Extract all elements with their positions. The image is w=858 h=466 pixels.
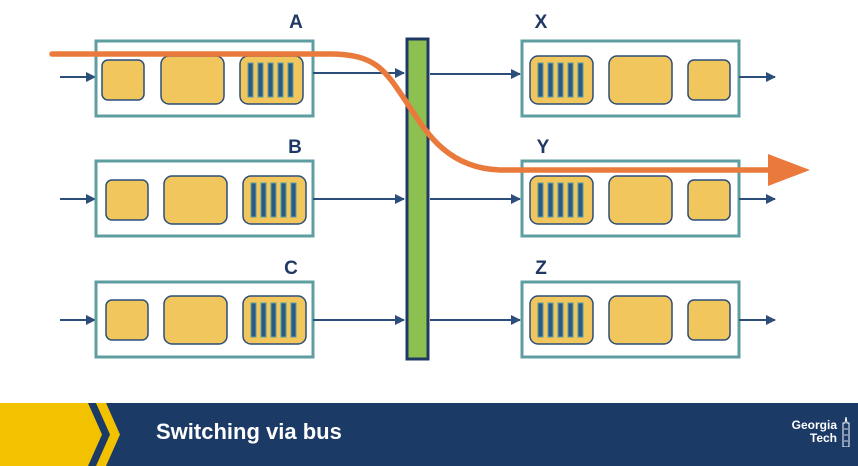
path-arrowhead <box>768 154 810 186</box>
port-label-c: C <box>284 258 298 279</box>
port-label-a: A <box>289 12 303 33</box>
logo-line-1: Georgia <box>791 418 837 432</box>
shared-bus <box>405 37 430 361</box>
output-port-y: Y <box>430 137 776 238</box>
small-component-z <box>687 299 731 341</box>
logo-line-2: Tech <box>809 431 837 445</box>
output-port-x: X <box>430 12 776 118</box>
queue-buffer-c <box>242 295 307 345</box>
footer-chevron <box>0 403 120 466</box>
large-component-y <box>608 175 673 225</box>
queue-buffer-z <box>529 295 594 345</box>
small-component-x <box>687 59 731 101</box>
bus-switch-diagram: A B <box>49 12 810 361</box>
queue-buffer-a <box>239 55 304 105</box>
small-component-a <box>101 59 145 101</box>
queue-buffer-b <box>242 175 307 225</box>
queue-buffer-x <box>529 55 594 105</box>
input-port-a: A <box>60 12 405 118</box>
queue-buffer-y <box>529 175 594 225</box>
large-component-c <box>163 295 228 345</box>
port-label-x: X <box>535 12 548 33</box>
port-label-b: B <box>288 137 302 158</box>
slide-title: Switching via bus <box>156 419 342 444</box>
footer-bar: Switching via bus Georgia Tech <box>0 403 858 466</box>
small-component-y <box>687 179 731 221</box>
small-component-b <box>105 179 149 221</box>
output-port-z: Z <box>430 258 776 359</box>
large-component-x <box>608 55 673 105</box>
port-label-z: Z <box>535 258 547 279</box>
tech-tower-icon <box>842 417 850 447</box>
port-label-y: Y <box>537 137 550 158</box>
small-component-c <box>105 299 149 341</box>
large-component-z <box>608 295 673 345</box>
large-component-b <box>163 175 228 225</box>
datagram-path-highlight <box>49 51 810 186</box>
large-component-a <box>160 55 225 105</box>
georgia-tech-logo: Georgia Tech <box>792 417 852 447</box>
input-port-c: C <box>60 258 405 359</box>
input-port-b: B <box>60 137 405 238</box>
